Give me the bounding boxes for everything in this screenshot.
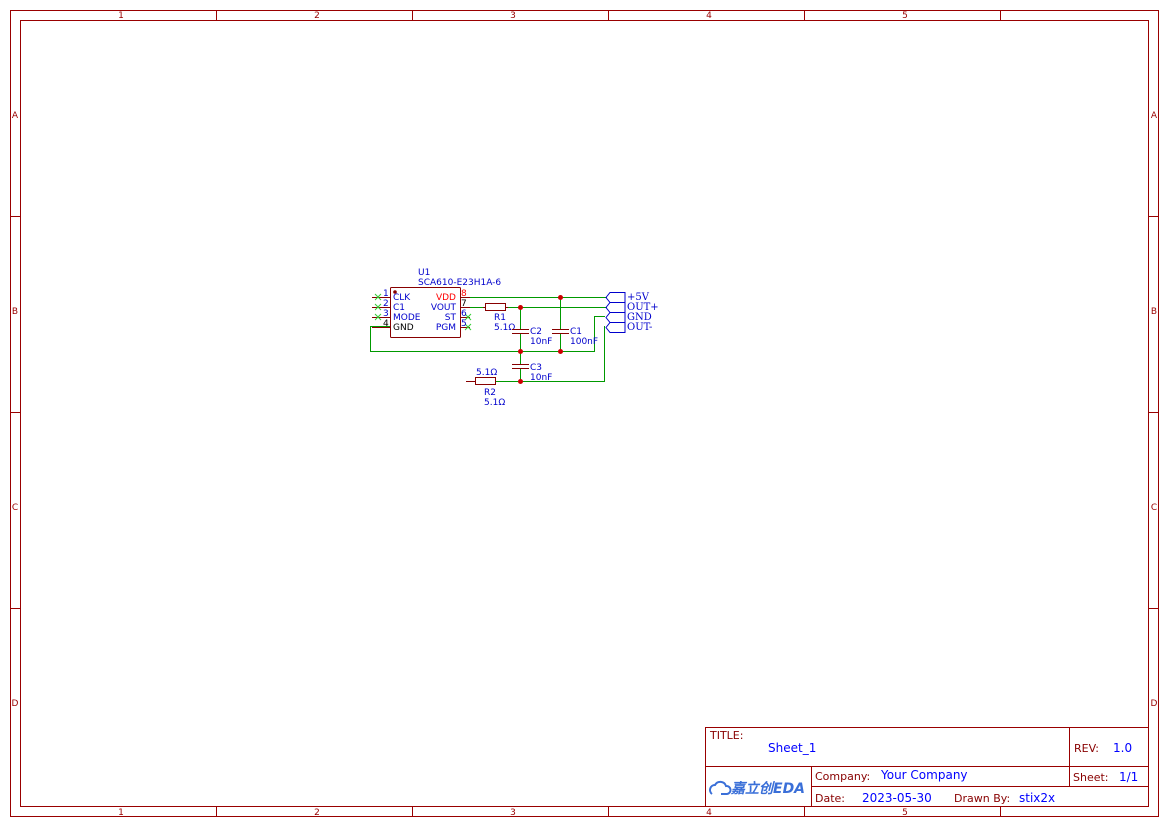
rev-label: REV: <box>1074 742 1099 755</box>
c3-value: 10nF <box>530 373 552 383</box>
pin-name: VOUT <box>431 303 457 313</box>
r1-value: 5.1Ω <box>494 323 515 333</box>
row-label: B <box>12 307 18 317</box>
row-label: A <box>12 111 19 121</box>
pin-name: CLK <box>393 293 411 303</box>
junction-dots <box>518 295 563 384</box>
c2-designator: C2 <box>530 327 542 337</box>
company-value: Your Company <box>880 768 968 782</box>
column-label: 3 <box>510 808 516 818</box>
row-label: B <box>1151 307 1157 317</box>
row-label: C <box>12 503 18 513</box>
r1-resistor[interactable]: R1 5.1Ω <box>483 303 515 334</box>
column-label: 1 <box>118 808 124 818</box>
pin-name: C1 <box>393 303 405 313</box>
title-block: TITLE: Sheet_1 REV: 1.0 Company: Your Co… <box>705 727 1149 807</box>
c1-value: 100nF <box>570 337 598 347</box>
column-label: 3 <box>510 11 516 21</box>
port-label: OUT+ <box>627 302 659 313</box>
c1-capacitor[interactable]: C1 100nF <box>552 327 598 347</box>
column-label: 2 <box>314 11 320 21</box>
c2-value: 10nF <box>530 337 552 347</box>
sheet-title: Sheet_1 <box>768 741 816 755</box>
pin-number: 2 <box>383 299 389 309</box>
drawn-by-value: stix2x <box>1019 791 1055 805</box>
u1-designator: U1 <box>418 268 430 278</box>
r2-value-overlap: 5.1Ω <box>476 368 497 378</box>
title-label: TITLE: <box>709 729 743 742</box>
r2-value: 5.1Ω <box>484 398 505 408</box>
wires <box>370 297 607 382</box>
c3-designator: C3 <box>530 363 542 373</box>
pin-name: PGM <box>436 323 456 333</box>
pin-number: 3 <box>383 309 389 319</box>
port-label: OUT- <box>627 322 652 333</box>
c2-capacitor[interactable]: C2 10nF <box>512 327 552 347</box>
net-ports: +5V OUT+ GND OUT- <box>605 292 659 333</box>
port-label: GND <box>627 312 652 323</box>
r1-designator: R1 <box>494 313 506 323</box>
r2-resistor[interactable]: 5.1Ω R2 5.1Ω <box>466 368 505 408</box>
column-label: 5 <box>902 808 908 818</box>
pin-number: 6 <box>461 309 467 319</box>
u1-part-number: SCA610-E23H1A-6 <box>418 278 501 288</box>
pin-name: VDD <box>436 293 456 303</box>
r2-designator: R2 <box>484 388 496 398</box>
rev-value: 1.0 <box>1113 741 1132 755</box>
column-label: 5 <box>902 11 908 21</box>
pin-number: 4 <box>383 319 389 329</box>
no-connect-marks <box>374 293 472 331</box>
u1-component[interactable]: U1 SCA610-E23H1A-6 1 2 3 4 CLK C1 MODE G… <box>372 268 501 338</box>
cloud-icon <box>709 780 732 795</box>
pin-number: 8 <box>461 289 467 299</box>
column-label: 4 <box>706 11 712 21</box>
row-label: D <box>1151 699 1158 709</box>
column-label: 2 <box>314 808 320 818</box>
row-label: D <box>12 699 19 709</box>
drawn-by-label: Drawn By: <box>954 792 1010 805</box>
date-value: 2023-05-30 <box>862 791 932 805</box>
pin-number: 5 <box>461 319 467 329</box>
row-label: A <box>1151 111 1158 121</box>
sheet-label: Sheet: <box>1073 771 1109 784</box>
pin-number: 7 <box>461 299 467 309</box>
sheet-frame: 1 2 3 4 5 1 2 3 4 5 A B C D A B C D <box>10 10 1159 818</box>
pin-name: MODE <box>393 313 421 323</box>
column-label: 1 <box>118 11 124 21</box>
row-label: C <box>1151 503 1157 513</box>
eda-logo: 嘉立创EDA <box>709 780 805 797</box>
sheet-value: 1/1 <box>1119 770 1138 784</box>
company-label: Company: <box>815 770 870 783</box>
pin-number: 1 <box>383 289 389 299</box>
pin-name: ST <box>445 313 457 323</box>
logo-text: 嘉立创EDA <box>730 780 805 797</box>
column-label: 4 <box>706 808 712 818</box>
date-label: Date: <box>815 792 845 805</box>
port-label: +5V <box>627 292 650 303</box>
pin-name: GND <box>393 323 414 333</box>
c3-capacitor[interactable]: C3 10nF <box>512 363 552 383</box>
c1-designator: C1 <box>570 327 582 337</box>
